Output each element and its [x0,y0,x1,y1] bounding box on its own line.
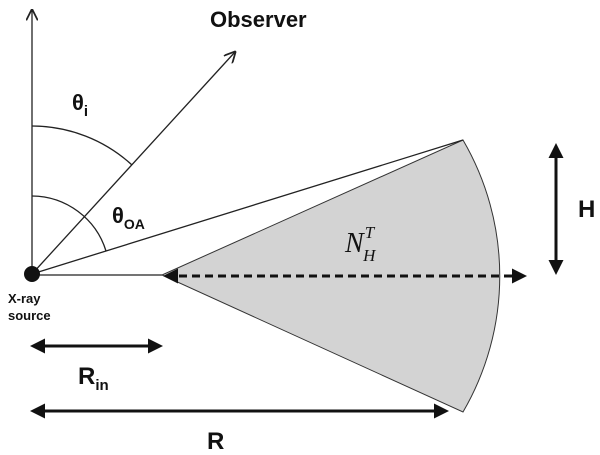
theta-i-label: θi [72,90,88,120]
xray-source-label-line1: X-ray [8,291,41,306]
inner-radius-label: Rin [78,363,109,394]
theta-i-arc [31,125,133,166]
opening-angle-line [31,139,464,275]
xray-source-dot [24,266,40,282]
theta-oa-label: θOA [112,203,145,232]
observer-sightline [31,52,235,275]
theta-oa-arc [31,195,107,252]
xray-source-label-line2: source [8,308,51,323]
outer-radius-label: R [207,428,224,455]
height-label: H [578,196,595,223]
observer-label: Observer [210,7,307,32]
